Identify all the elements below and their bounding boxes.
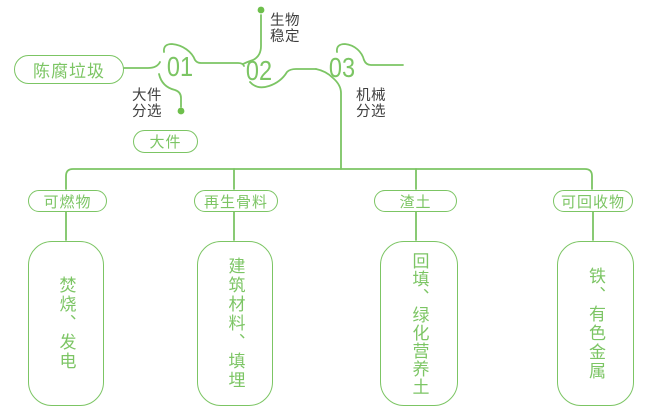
bulky-item-label: 大件: [149, 134, 182, 151]
distribution-rail: [65, 168, 593, 190]
category-label: 渣土: [399, 193, 432, 211]
output-use-label: 焚烧、发电: [56, 276, 76, 371]
category-label: 可回收物: [560, 193, 625, 211]
line-step1-to-step2: [163, 43, 245, 67]
output-box-metals: 铁、有色金属: [557, 241, 634, 406]
step-label-bio-stabilization: 生物 稳定: [270, 13, 300, 45]
category-pill-combustibles: 可燃物: [28, 190, 107, 212]
step-label-bulky-sorting: 大件 分选: [132, 88, 162, 120]
line-step2-branch: [242, 14, 262, 65]
category-pill-recycled-aggregate: 再生骨料: [194, 190, 278, 212]
line-source-to-step1: [123, 61, 161, 69]
category-label: 可燃物: [43, 193, 92, 211]
output-box-building-materials: 建筑材料、填埋: [197, 241, 273, 406]
category-pill-slag-soil: 渣土: [374, 190, 457, 212]
bulky-connector-dot: [177, 107, 185, 115]
output-use-label: 建筑材料、填埋: [225, 257, 245, 390]
line-step1-branch: [158, 73, 182, 108]
line-step3-branch: [315, 68, 342, 170]
output-use-label: 回填、绿化营养土: [409, 251, 429, 396]
line-step2-to-step3: [249, 68, 317, 89]
step-number-2: 02: [245, 55, 273, 86]
line-step3-tail: [336, 43, 404, 66]
category-pill-recyclables: 可回收物: [553, 190, 633, 212]
step-number-3: 03: [328, 52, 356, 83]
step-label-mechanical-sorting: 机械 分选: [356, 88, 386, 120]
bio-connector-dot: [257, 6, 265, 14]
bulky-item-node: 大件: [133, 130, 198, 153]
output-box-incineration: 焚烧、发电: [28, 241, 104, 406]
step-number-1: 01: [166, 51, 194, 82]
source-label: 陈腐垃圾: [33, 62, 105, 81]
output-use-label: 铁、有色金属: [586, 266, 605, 381]
output-box-backfill: 回填、绿化营养土: [380, 241, 458, 406]
source-node: 陈腐垃圾: [14, 55, 124, 84]
category-label: 再生骨料: [203, 193, 268, 211]
